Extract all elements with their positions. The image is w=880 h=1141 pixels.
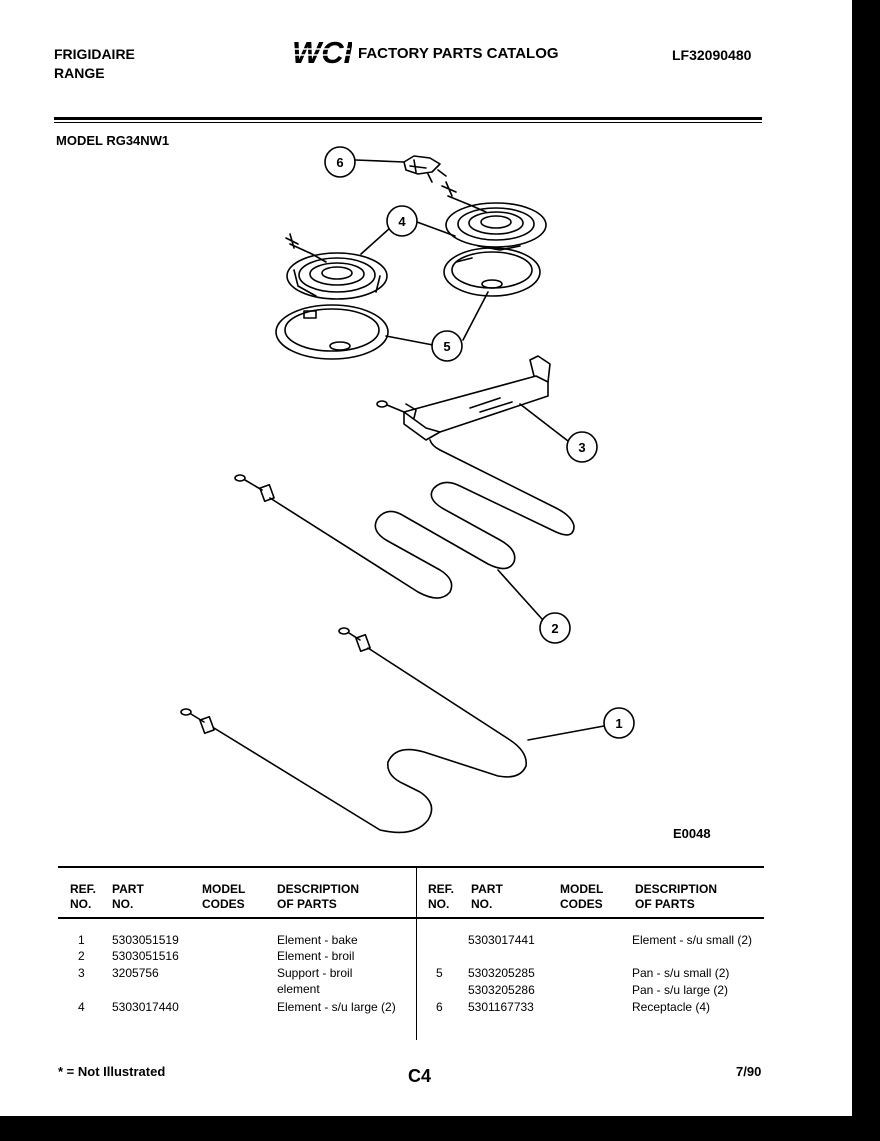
row-ref: 3 — [78, 966, 85, 980]
row-description: Element - s/u large (2) — [277, 1000, 396, 1014]
row-part-no: 5303017441 — [468, 933, 535, 947]
svg-text:4: 4 — [398, 214, 406, 229]
logo-wordmark: WCI — [292, 36, 352, 68]
drip-pan-left-drawing — [275, 304, 389, 360]
footnote: * = Not Illustrated — [58, 1064, 166, 1079]
row-description: Receptacle (4) — [632, 1000, 711, 1014]
model-label: MODEL RG34NW1 — [56, 133, 170, 148]
leader-4a — [360, 227, 391, 255]
header-ref-no-right: REF.NO. — [428, 882, 455, 911]
row-ref: 1 — [78, 933, 85, 947]
parts-diagram: 6 4 5 3 2 1 — [180, 146, 635, 834]
svg-text:2: 2 — [551, 621, 558, 636]
broil-element-drawing — [234, 439, 575, 599]
leader-5a — [385, 335, 434, 346]
bake-element-drawing — [180, 627, 527, 834]
row-ref: 2 — [78, 949, 85, 963]
leader-6 — [355, 159, 405, 163]
callout-4: 4 — [386, 205, 418, 237]
receptacle-drawing — [403, 155, 447, 183]
surface-element-right-drawing — [441, 181, 547, 251]
brand-name: FRIGIDAIRE — [54, 46, 135, 62]
row-ref: 6 — [436, 1000, 443, 1014]
row-description: Pan - s/u large (2) — [632, 983, 729, 997]
row-description: Support - broil element — [277, 966, 353, 996]
header-rule-thin — [54, 122, 762, 123]
catalog-title: FACTORY PARTS CATALOG — [358, 45, 559, 62]
diagram-code: E0048 — [673, 826, 711, 841]
svg-text:6: 6 — [336, 155, 343, 170]
catalog-number: LF32090480 — [672, 47, 752, 63]
row-part-no: 5303051516 — [112, 949, 179, 963]
row-part-no: 5303051519 — [112, 933, 179, 947]
row-part-no: 5303205286 — [468, 983, 535, 997]
wci-logo: WCI — [290, 35, 354, 70]
leader-4b — [416, 221, 456, 237]
callout-1: 1 — [603, 707, 635, 739]
leader-3 — [519, 403, 569, 442]
row-description: Element - bake — [277, 933, 358, 947]
callout-2: 2 — [539, 612, 571, 644]
leader-1 — [527, 725, 605, 741]
leader-5b — [462, 291, 489, 341]
row-ref: 5 — [436, 966, 443, 980]
row-part-no: 5303017440 — [112, 1000, 179, 1014]
table-top-rule — [58, 866, 764, 868]
svg-text:3: 3 — [578, 440, 585, 455]
row-description: Pan - s/u small (2) — [632, 966, 730, 980]
leader-2 — [497, 569, 543, 620]
svg-text:1: 1 — [615, 716, 622, 731]
callout-6: 6 — [324, 146, 356, 178]
header-rule — [54, 117, 762, 120]
row-description: Element - broil — [277, 949, 355, 963]
product-type: RANGE — [54, 65, 105, 81]
catalog-page: FRIGIDAIRE RANGE WCI FACTORY PARTS CATAL… — [0, 0, 852, 1116]
surface-element-left-drawing — [285, 233, 388, 300]
drip-pan-right-drawing — [443, 247, 541, 297]
callout-5: 5 — [431, 330, 463, 362]
row-ref: 4 — [78, 1000, 85, 1014]
broil-support-drawing — [376, 355, 551, 441]
row-part-no: 3205756 — [112, 966, 159, 980]
table-header-rule — [58, 917, 764, 919]
page-number: C4 — [408, 1066, 432, 1086]
svg-text:5: 5 — [443, 339, 450, 354]
table-divider — [416, 868, 417, 1040]
row-part-no: 5303205285 — [468, 966, 535, 980]
row-part-no: 5301167733 — [468, 1000, 534, 1014]
print-date: 7/90 — [736, 1064, 762, 1079]
header-ref-no: REF.NO. — [70, 882, 97, 911]
row-description: Element - s/u small (2) — [632, 933, 753, 947]
callout-3: 3 — [566, 431, 598, 463]
